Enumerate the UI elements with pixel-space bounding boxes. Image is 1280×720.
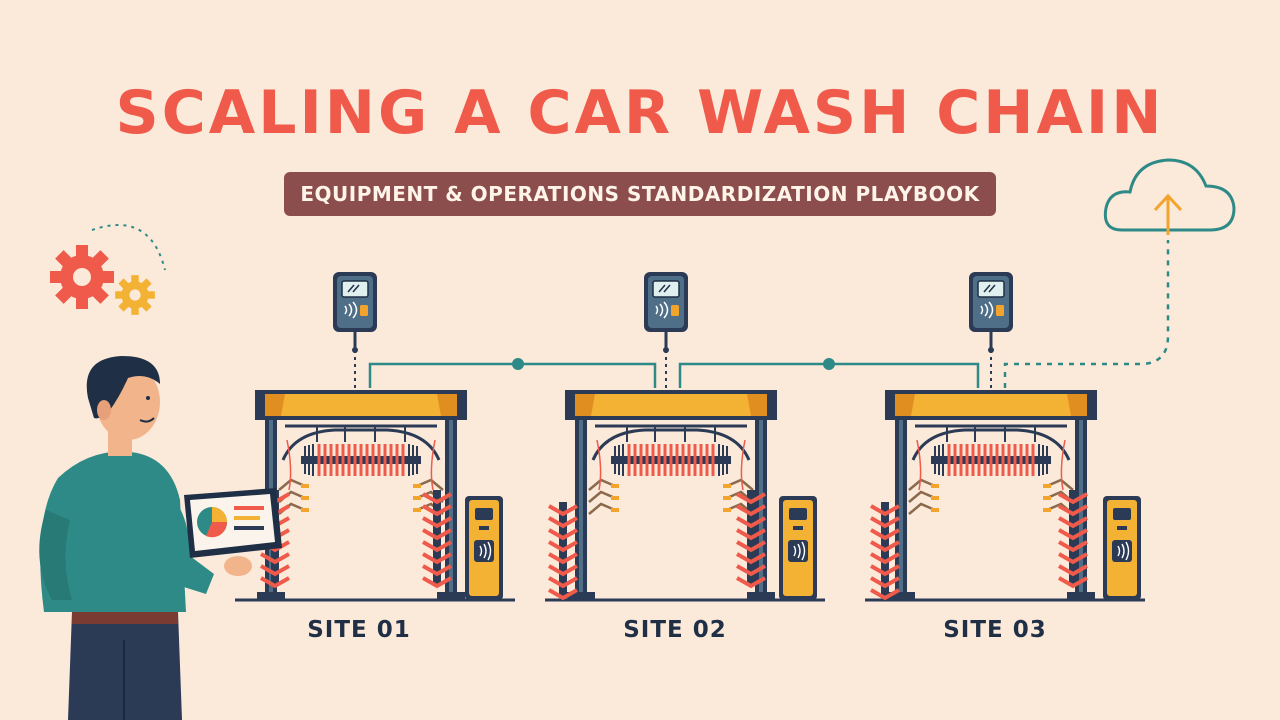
payment-kiosk <box>1102 495 1142 601</box>
payment-terminal-icon <box>331 270 379 355</box>
tablet-pie-chart-icon <box>184 488 282 576</box>
site-label-3: SITE 03 <box>943 617 1047 643</box>
site-label-2: SITE 02 <box>623 617 727 643</box>
payment-terminal-icon <box>642 270 690 355</box>
payment-terminal-icon <box>967 270 1015 355</box>
car-wash-gantry-site-1 <box>235 390 515 600</box>
gear-icon <box>115 275 155 315</box>
car-wash-gantry-site-3 <box>865 390 1145 600</box>
payment-kiosk <box>464 495 504 601</box>
network-node <box>823 358 835 370</box>
network-node <box>512 358 524 370</box>
cloud-upload-icon <box>1103 158 1236 235</box>
car-wash-gantry-site-2 <box>545 390 825 600</box>
dotted-connector <box>91 224 166 271</box>
gear-icon <box>50 245 114 309</box>
manager-figure <box>39 356 214 720</box>
page-title: SCALING A CAR WASH CHAIN <box>115 78 1165 148</box>
payment-kiosk <box>778 495 818 601</box>
subtitle-banner-wrap: EQUIPMENT & OPERATIONS STANDARDIZATION P… <box>0 172 1280 216</box>
subtitle-banner: EQUIPMENT & OPERATIONS STANDARDIZATION P… <box>284 172 996 216</box>
site-label-1: SITE 01 <box>307 617 411 643</box>
terminal-links <box>354 350 992 390</box>
network-connections <box>368 240 1170 388</box>
